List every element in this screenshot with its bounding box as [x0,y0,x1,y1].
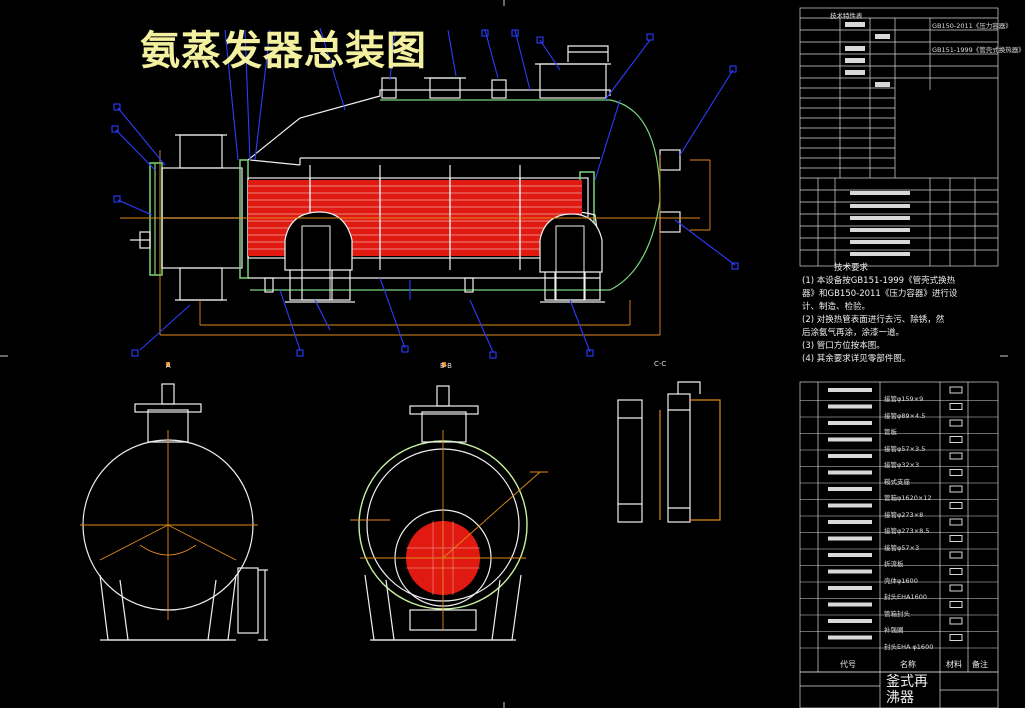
end-view-a-centerlines [80,430,258,620]
bom-row-code-mark [828,470,872,475]
bom-row-material-mark [949,502,963,509]
bom-row-material-mark [949,584,963,592]
bom-row-name: 折流板 [884,560,904,568]
bom-row-code-mark [828,553,872,557]
bom-col-remark: 备注 [972,660,988,669]
bb-centerlines [350,430,548,630]
leader-lines [111,27,739,359]
bom-row-code-mark [828,635,872,640]
bom-row-name: 管箱封头 [884,609,910,618]
bom-row-name: 接管φ273×8 [884,510,924,519]
bom-row-code-mark [828,586,872,590]
bom-row-name: 封头EHA1600 [884,593,927,601]
bom-row-material-mark [949,436,963,443]
bom-row-material-mark [949,386,963,394]
design-table-fills [845,22,910,256]
tech-req-line: 后涂氨气再涂，涂漆一道。 [802,328,905,338]
bom-row-material-mark [949,403,963,410]
bom-row-name: 补强圈 [884,626,904,634]
bom-row-code-mark [828,421,872,425]
bom-row-name: 封头EHA φ1600 [884,642,934,651]
bom-row-material-mark [949,469,963,476]
tech-req-line: (1) 本设备按GB151-1999《管壳式换热 [802,276,956,286]
bom-row-code-mark [828,404,872,409]
view-cc-label: C-C [654,360,667,368]
bom-row-name: 管板 [884,428,897,436]
bom-row-material-mark [949,601,963,608]
design-standard-2: GB151-1999《管壳式换热器》 [932,46,1025,54]
bom-row-name: 管箱φ1620×12 [884,494,932,502]
bom-row-material-mark [949,419,963,427]
tech-req-line: (3) 管口方位按本图。 [802,341,885,351]
tech-req-heading: 技术要求 [834,263,869,273]
design-standard-1: GB150-2011《压力容器》 [932,22,1012,30]
bom-row-code-mark [828,602,872,607]
bom-row-material-mark [949,634,963,641]
bom-row-code-mark [828,619,872,623]
view-a-label: A [166,362,171,370]
bom-table-grid [799,381,999,708]
section-view-cc [617,381,721,523]
bom-col-name: 名称 [900,660,916,669]
title-block-name: 釜式再沸器 [886,674,928,706]
bom-row-name: 接管φ89×4.5 [884,411,926,420]
bom-row-name: 壳体φ1600 [884,576,918,585]
tech-req-line: 器》和GB150-2011《压力容器》进行设 [802,289,958,299]
bom-row-material-mark [949,535,963,542]
bom-col-material: 材料 [946,660,962,669]
design-data-table [799,7,999,267]
bom-row-name: 接管φ57×3 [884,543,920,552]
view-bb-label: B-B [440,362,452,370]
bom-row-code-mark [828,437,872,442]
bom-row-code-mark [828,388,872,392]
dimension-lines [120,150,711,336]
tech-req-line: (2) 对换热管表面进行去污、除锈，然 [802,315,945,325]
bom-row-name: 鞍式支座 [884,477,910,486]
bom-row-name: 接管φ32×3 [884,461,920,469]
bom-row-material-mark [949,617,963,625]
bom-row-material-mark [949,485,963,493]
bom-col-code: 代号 [840,660,856,669]
bom-row-code-mark [828,454,872,458]
bom-row-material-mark [949,568,963,575]
bom-row-code-mark [828,487,872,491]
design-table-header: 技术特性表 [830,12,863,20]
bom-row-code-mark [828,569,872,574]
drawing-title: 氨蒸发器总装图 [140,28,427,74]
bom-row-name: 接管φ273×8.5 [884,527,930,535]
tech-req-line: (4) 其余要求详见零部件图。 [802,354,911,364]
bom-row-code-mark [828,520,872,524]
technical-requirements: 技术要求 (1) 本设备按GB151-1999《管壳式换热 器》和GB150-2… [802,262,957,366]
bom-row-code-mark [828,503,872,508]
tech-req-line: 计、制造、检验。 [802,302,871,312]
bom-row-material-mark [949,452,963,460]
bom-row-name: 接管φ57×3.5 [884,444,926,453]
bom-row-code-mark [828,536,872,541]
bom-row-material-mark [949,518,963,526]
bom-row-name: 接管φ159×9 [884,395,924,403]
bom-row-material-mark [949,551,963,559]
